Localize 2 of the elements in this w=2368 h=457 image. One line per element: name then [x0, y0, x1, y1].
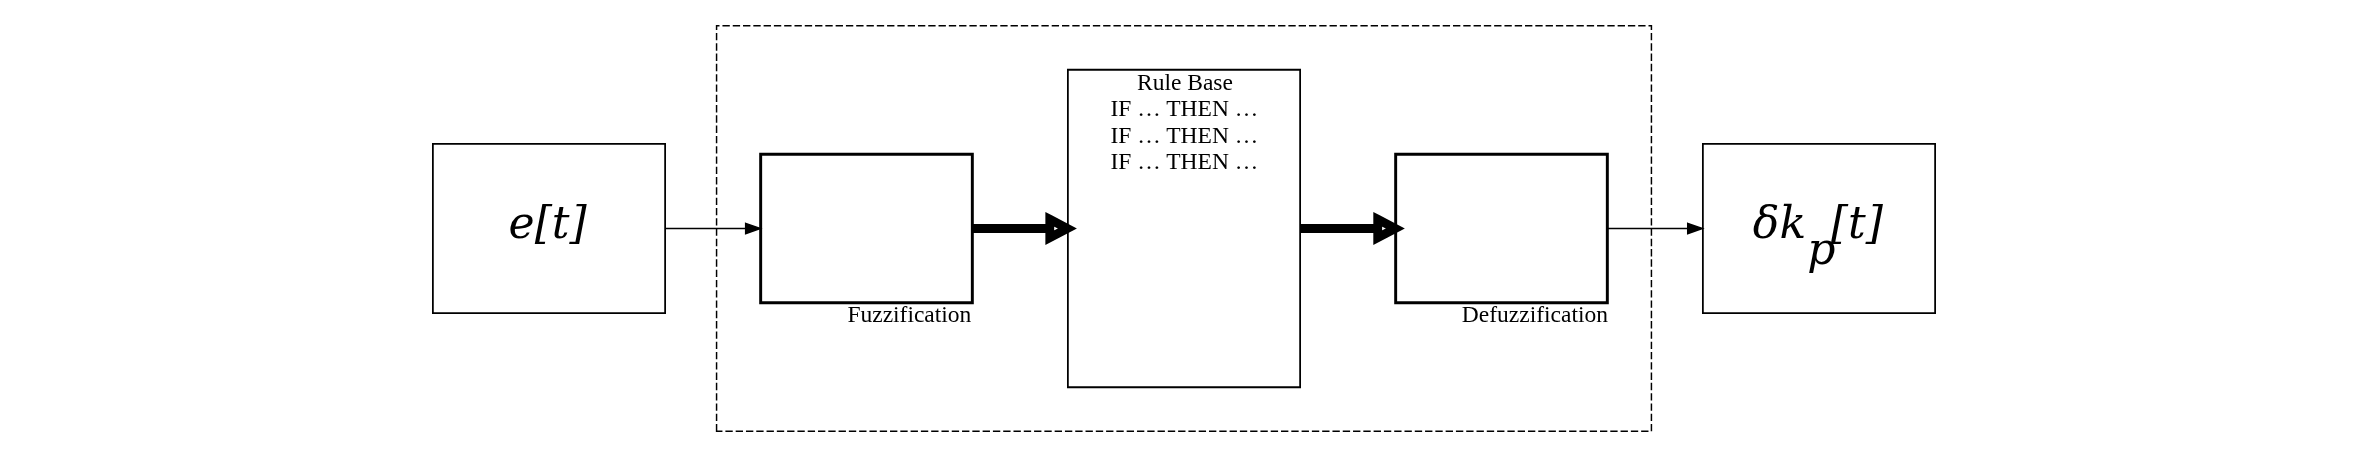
node-label: Defuzzification	[1461, 300, 1608, 327]
node-label: Fuzzification	[847, 300, 972, 327]
